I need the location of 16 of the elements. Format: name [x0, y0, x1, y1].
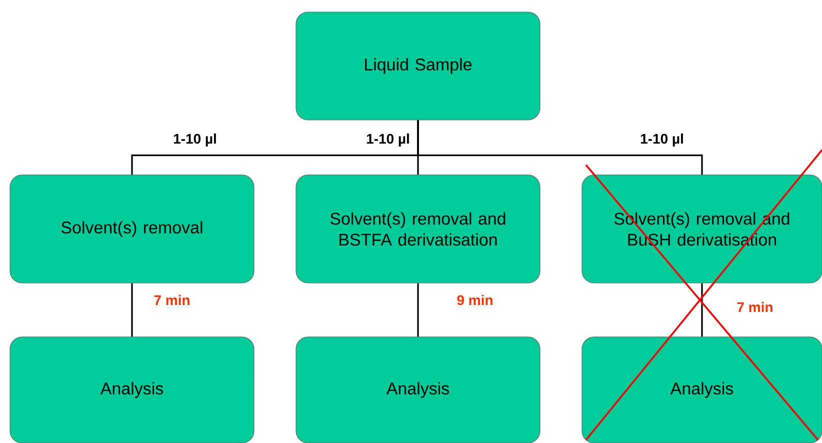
process-box: Analysis: [296, 336, 540, 443]
connector-line: [417, 120, 703, 175]
process-box: Liquid Sample: [296, 12, 540, 120]
edge-label: 7 min: [736, 300, 774, 314]
edge-label: 7 min: [152, 294, 192, 306]
connector-line: [131, 283, 133, 337]
edge-label: 9 min: [456, 294, 494, 306]
edge-label: 1-10 µl: [172, 132, 218, 148]
edge-label: 1-10 µl: [639, 132, 685, 148]
connector-line: [417, 283, 419, 337]
process-box: Solvent(s) removal: [10, 174, 254, 284]
process-box: Analysis: [582, 336, 822, 443]
connector-line: [701, 283, 703, 337]
edge-label: 1-10 µl: [365, 132, 411, 148]
process-box: Analysis: [10, 336, 254, 443]
process-box: Solvent(s) removal and BSTFA derivatisation: [296, 174, 540, 284]
